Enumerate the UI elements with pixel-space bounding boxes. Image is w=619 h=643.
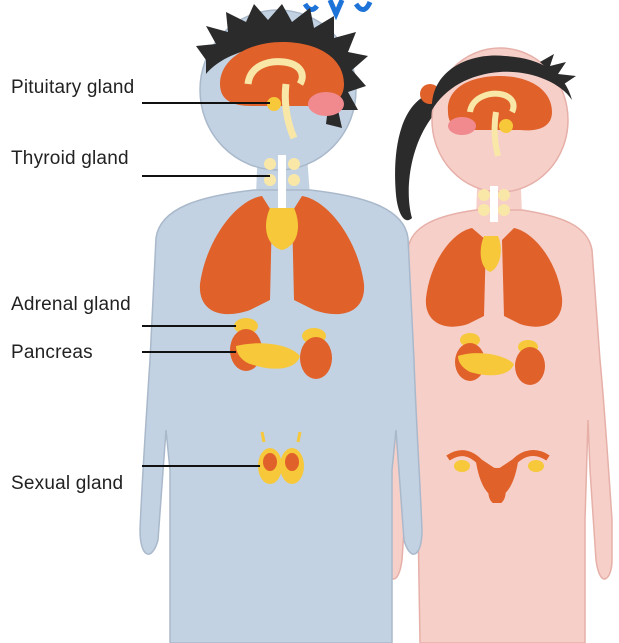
pancreas-label: Pancreas: [11, 342, 93, 364]
boy-figure: [140, 4, 422, 643]
adrenal-gland-label: Adrenal gland: [11, 294, 131, 316]
pituitary-gland-label: Pituitary gland: [11, 77, 134, 99]
girl-torso: [386, 210, 612, 643]
boy-torso: [140, 190, 422, 643]
thyroid-leader-line: [142, 175, 270, 177]
pituitary-leader-line: [142, 102, 270, 104]
girl-pituitary: [499, 119, 513, 133]
adrenal-leader-line: [142, 325, 236, 327]
girl-figure: [386, 48, 612, 643]
thyroid-gland-label: Thyroid gland: [11, 148, 129, 170]
girl-ponytail: [395, 92, 438, 220]
sexual-gland-label: Sexual gland: [11, 473, 123, 495]
sexual-leader-line: [142, 465, 260, 467]
title-fragment-icon: [305, 0, 370, 14]
boy-pituitary: [267, 97, 281, 111]
pancreas-leader-line: [142, 351, 236, 353]
